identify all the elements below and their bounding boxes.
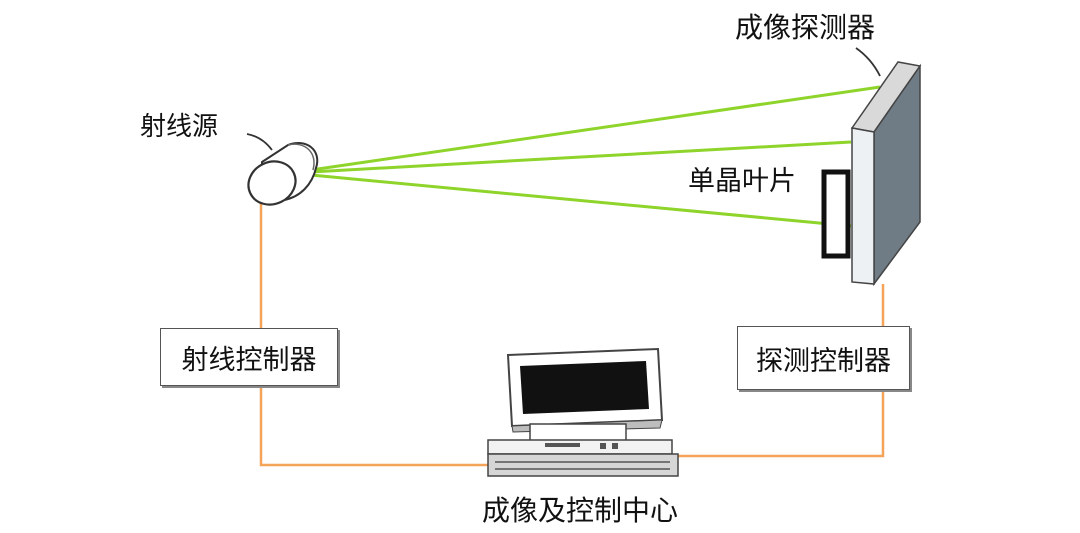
- computer-icon: [487, 347, 679, 477]
- cable-group: [259, 198, 885, 467]
- detector-pointer: [855, 47, 881, 77]
- blade-icon: [821, 169, 851, 259]
- detector-label: 成像探测器: [735, 11, 876, 44]
- cable-detect-controller-to-center: [676, 390, 885, 458]
- detector-icon: [850, 61, 922, 287]
- beam-upper: [310, 85, 881, 172]
- center-label: 成像及控制中心: [482, 494, 679, 527]
- source-label: 射线源: [140, 112, 219, 142]
- beam-lower: [310, 173, 852, 228]
- detect-controller-label: 探测控制器: [756, 345, 891, 377]
- beam-middle: [310, 140, 852, 174]
- cable-ray-controller-to-center: [259, 386, 545, 467]
- source-pointer: [246, 133, 273, 151]
- xray-beams: [310, 85, 881, 228]
- ray-controller-box: 射线控制器: [160, 328, 338, 386]
- source-icon: [247, 142, 319, 206]
- blade-label: 单晶叶片: [688, 166, 796, 197]
- detect-controller-box: 探测控制器: [737, 326, 910, 390]
- ray-controller-label: 射线控制器: [181, 344, 317, 376]
